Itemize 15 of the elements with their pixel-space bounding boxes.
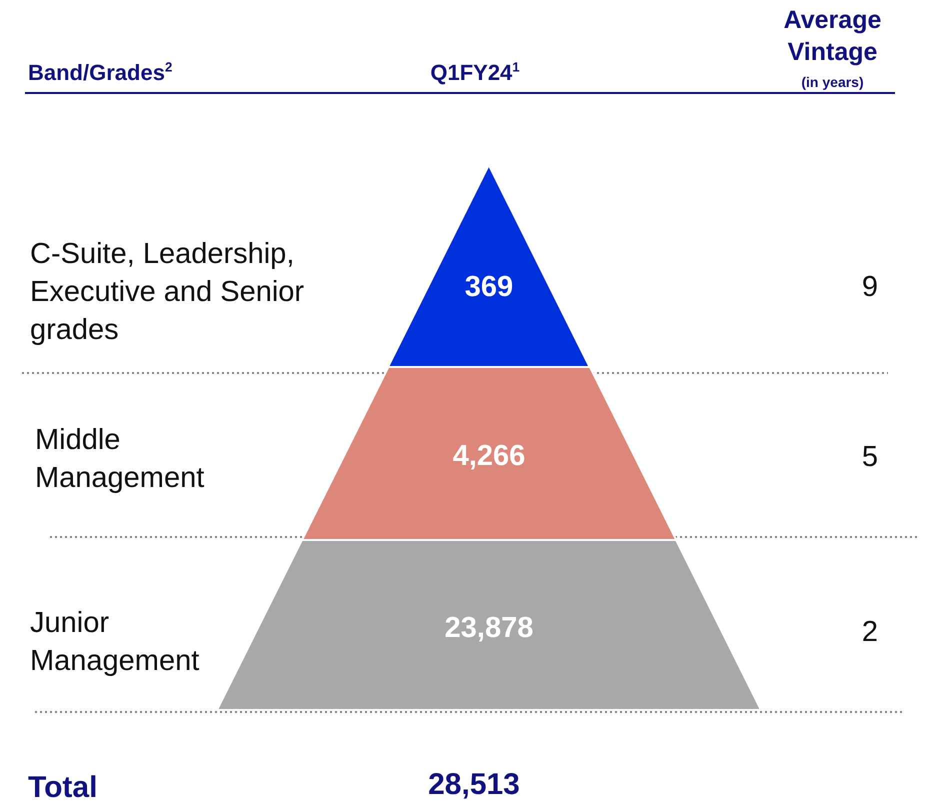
vintage-value: 5 (860, 440, 880, 474)
band-label: Middle Management (35, 423, 206, 496)
headcount-value: 4,266 (452, 439, 526, 473)
total-value: 28,513 (427, 767, 521, 801)
headcount-value: 369 (464, 270, 514, 304)
vintage-value: 2 (860, 615, 880, 649)
band-label: C-Suite, Leadership, Executive and Senior grades (30, 237, 306, 348)
headcount-value: 23,878 (444, 611, 534, 645)
column-header: Q1FY24$^{1}$ (429, 60, 521, 86)
band-label: Junior Management (30, 606, 200, 679)
column-header: Band/Grades$^{2}$ (28, 60, 174, 86)
vintage-value: 9 (860, 270, 880, 304)
unit-note: (in years) (800, 74, 865, 90)
column-header: Average Vintage (782, 5, 882, 68)
total-label: Total (28, 770, 98, 801)
